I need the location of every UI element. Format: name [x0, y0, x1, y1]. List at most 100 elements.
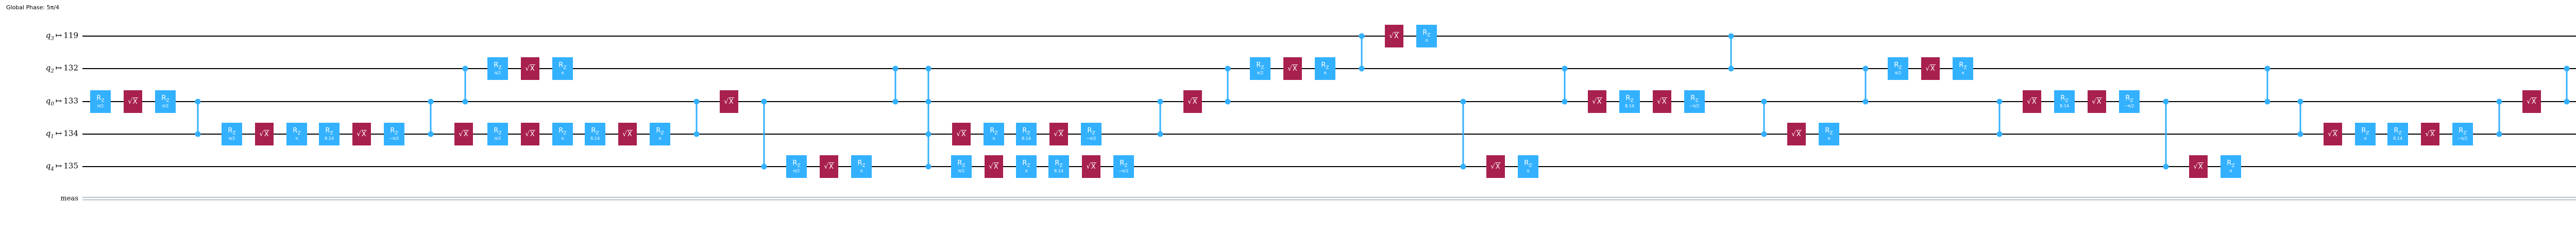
- sqrt-x-gate[interactable]: √X: [1588, 90, 1606, 113]
- cz-gate-node[interactable]: [1225, 66, 1231, 72]
- sqrt-x-gate[interactable]: √X: [352, 123, 371, 145]
- cz-gate-node[interactable]: [462, 99, 468, 105]
- cz-gate-node[interactable]: [1996, 131, 2003, 137]
- sqrt-x-gate[interactable]: √X: [1653, 90, 1671, 113]
- rz-gate[interactable]: RZ−π/2: [1113, 155, 1134, 178]
- sqrt-x-gate[interactable]: √X: [2189, 155, 2208, 178]
- sqrt-x-gate[interactable]: √X: [1486, 155, 1505, 178]
- cz-gate-node[interactable]: [195, 131, 201, 137]
- sqrt-x-gate[interactable]: √X: [454, 123, 473, 145]
- sqrt-x-gate[interactable]: √X: [2421, 123, 2439, 145]
- cz-gate-node[interactable]: [462, 66, 468, 72]
- cz-gate-node[interactable]: [761, 99, 767, 105]
- sqrt-x-gate[interactable]: √X: [124, 90, 142, 113]
- cz-gate-node[interactable]: [761, 163, 767, 170]
- cz-gate-node[interactable]: [428, 131, 434, 137]
- sqrt-x-gate[interactable]: √X: [1385, 25, 1403, 47]
- sqrt-x-gate[interactable]: √X: [1787, 123, 1806, 145]
- cz-gate-node[interactable]: [1761, 131, 1767, 137]
- cz-gate-node[interactable]: [195, 99, 201, 105]
- cz-gate-node[interactable]: [1862, 66, 1869, 72]
- cz-gate-node[interactable]: [2163, 163, 2169, 170]
- rz-gate[interactable]: RZ−π/2: [2119, 90, 2140, 113]
- cz-gate-node[interactable]: [925, 99, 931, 105]
- sqrt-x-gate[interactable]: √X: [618, 123, 637, 145]
- cz-gate-node[interactable]: [925, 66, 931, 72]
- cz-gate-node[interactable]: [1562, 66, 1568, 72]
- cz-gate-node[interactable]: [2297, 99, 2303, 105]
- sqrt-x-gate[interactable]: √X: [820, 155, 838, 178]
- rz-gate[interactable]: RZ−π/2: [384, 123, 404, 145]
- cz-gate-node[interactable]: [1460, 163, 1466, 170]
- rz-gate[interactable]: RZ−π/2: [2452, 123, 2473, 145]
- cz-gate-node[interactable]: [1728, 33, 1734, 39]
- sqrt-x-gate[interactable]: √X: [2522, 90, 2541, 113]
- sqrt-x-gate[interactable]: √X: [952, 123, 971, 145]
- sqrt-x-gate[interactable]: √X: [2023, 90, 2041, 113]
- sqrt-x-gate[interactable]: √X: [985, 155, 1003, 178]
- cz-gate-node[interactable]: [2496, 131, 2502, 137]
- sqrt-x-gate[interactable]: √X: [2088, 90, 2106, 113]
- cz-gate-node[interactable]: [1996, 99, 2003, 105]
- cz-gate-node[interactable]: [1359, 33, 1365, 39]
- cz-gate-node[interactable]: [1460, 99, 1466, 105]
- cz-gate-node[interactable]: [693, 131, 700, 137]
- cz-gate-node[interactable]: [925, 163, 931, 170]
- cz-gate-node[interactable]: [1157, 99, 1163, 105]
- sqrt-x-gate[interactable]: √X: [521, 57, 539, 80]
- rz-gate[interactable]: RZ−π/2: [1684, 90, 1705, 113]
- sqrt-x-gate[interactable]: √X: [720, 90, 738, 113]
- cz-gate-node[interactable]: [2264, 66, 2270, 72]
- sqrt-x-gate[interactable]: √X: [1921, 57, 1940, 80]
- sqrt-x-gate[interactable]: √X: [255, 123, 274, 145]
- cz-gate-node[interactable]: [1761, 99, 1767, 105]
- cz-gate-node[interactable]: [1157, 131, 1163, 137]
- cz-gate-node[interactable]: [2564, 99, 2570, 105]
- sqrt-x-gate[interactable]: √X: [1082, 155, 1100, 178]
- cz-gate-node[interactable]: [2264, 99, 2270, 105]
- cz-gate-node[interactable]: [892, 66, 899, 72]
- cz-gate-node[interactable]: [892, 99, 899, 105]
- cz-gate-node[interactable]: [2496, 99, 2502, 105]
- cz-gate-node[interactable]: [2297, 131, 2303, 137]
- sqrt-x-gate[interactable]: √X: [1183, 90, 1202, 113]
- cz-gate-node[interactable]: [1728, 66, 1734, 72]
- cz-gate-node[interactable]: [428, 99, 434, 105]
- cz-gate-node[interactable]: [1862, 99, 1869, 105]
- cz-gate-node[interactable]: [1562, 99, 1568, 105]
- cz-gate-node[interactable]: [2564, 66, 2570, 72]
- sqrt-x-gate[interactable]: √X: [1049, 123, 1068, 145]
- rz-gate[interactable]: RZ−π/2: [1081, 123, 1101, 145]
- cz-gate-node[interactable]: [1359, 66, 1365, 72]
